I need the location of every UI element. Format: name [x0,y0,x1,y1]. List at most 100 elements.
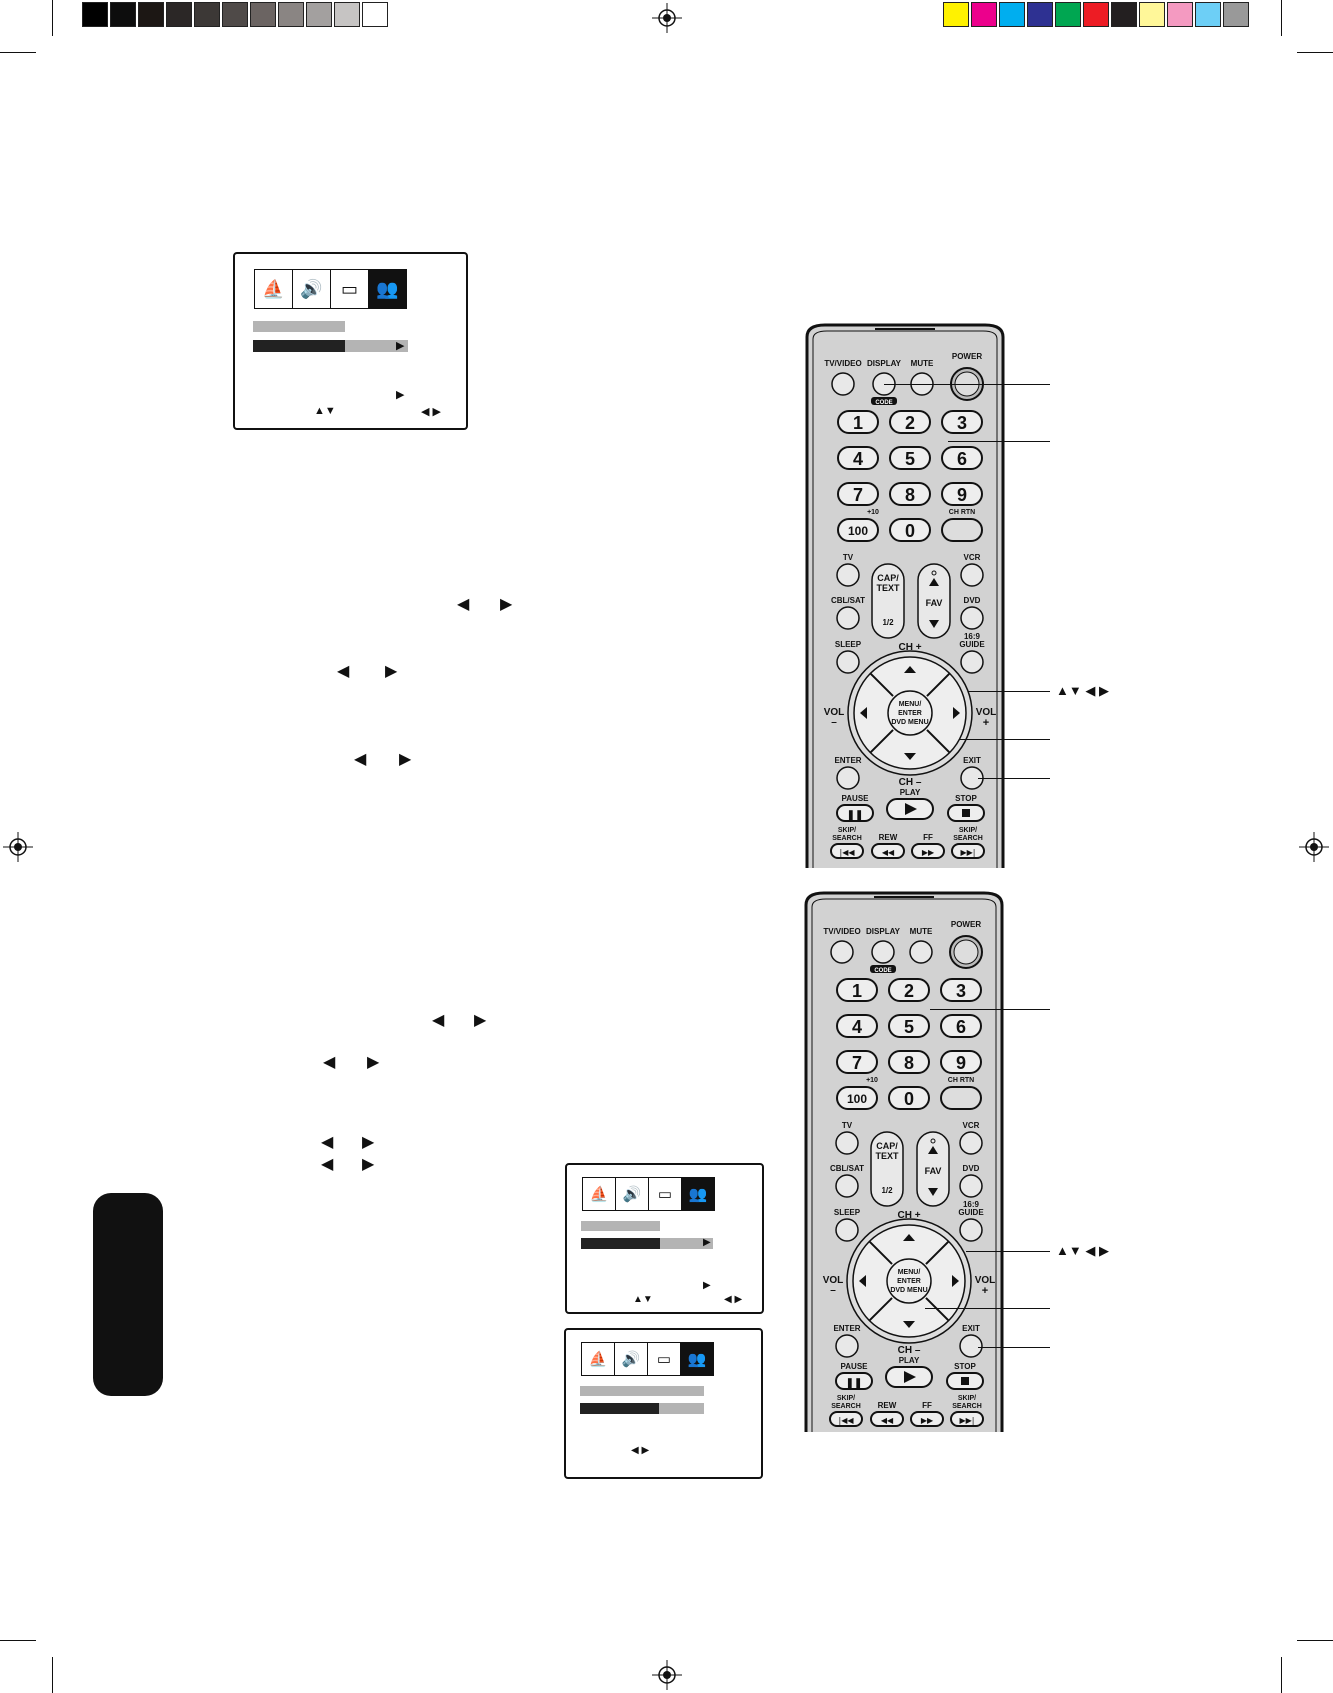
digit-3-button[interactable] [940,978,982,1002]
cbl-sat-button[interactable] [835,1174,859,1198]
digit-6-button[interactable] [940,1014,982,1038]
remote-label: POWER [951,920,981,929]
digit-4-button[interactable] [837,446,879,470]
color-swatch [971,2,997,27]
remote-label: VOL [824,707,845,718]
digit-2-button[interactable] [889,410,931,434]
zero-button[interactable] [889,518,931,542]
tv-video-button[interactable] [830,940,854,964]
digit-2-button[interactable] [888,978,930,1002]
digit-5-button[interactable] [888,1014,930,1038]
remote-label: SEARCH [831,1403,861,1410]
power-button-inner[interactable] [953,939,979,965]
digit-label: 9 [957,485,967,505]
skip-forward-button[interactable] [950,1411,984,1427]
remote-label: ENTER [833,1324,860,1333]
right-arrow-icon [952,1275,959,1287]
pause-icon: ❚❚ [847,810,864,821]
code-badge [871,397,897,405]
remote-label: CAP/ [877,573,899,583]
left-arrow-icon [860,707,867,719]
dvd-button[interactable] [960,606,984,630]
menu-enter-button[interactable] [886,1258,932,1304]
remote-label: CH + [898,642,921,653]
enter-button[interactable] [835,1334,859,1358]
digit-8-button[interactable] [888,1050,930,1074]
display-button[interactable] [871,940,895,964]
tv-screen-icon: ▭ [648,1343,681,1375]
digit-label: 2 [904,981,914,1001]
picture-icon: ⛵ [255,270,293,308]
left-arrow-icon [859,1275,866,1287]
guide-button[interactable] [960,650,984,674]
cap-text-button[interactable] [870,1131,904,1207]
digit-3-button[interactable] [941,410,983,434]
digit-9-button[interactable] [941,482,983,506]
left-arrow-icon: ◀ [321,1134,334,1151]
pause-button[interactable] [836,804,874,822]
fav-up-icon [929,578,939,586]
code-label: CODE [874,968,891,974]
remote-label: TV [842,1121,853,1130]
remote-label: SKIP/ [958,1395,976,1402]
dvd-button[interactable] [959,1174,983,1198]
ch-rtn-button[interactable] [940,1086,982,1110]
guide-button[interactable] [959,1218,983,1242]
remote-label: PLAY [899,1356,920,1365]
fav-down-icon [929,620,939,628]
cap-text-button[interactable] [871,563,905,639]
digit-1-button[interactable] [836,978,878,1002]
hundred-label: 100 [848,524,868,538]
sleep-button[interactable] [835,1218,859,1242]
enter-button[interactable] [836,766,860,790]
digit-7-button[interactable] [837,482,879,506]
digit-4-button[interactable] [836,1014,878,1038]
sleep-button[interactable] [836,650,860,674]
hundred-button[interactable] [837,518,879,542]
callout-line-exit [978,778,1050,779]
cbl-sat-button[interactable] [836,606,860,630]
digit-label: 5 [905,449,915,469]
callout-line-menu [925,1308,1050,1309]
digit-label: 8 [905,485,915,505]
color-swatch [138,2,164,27]
tv-video-button[interactable] [831,372,855,396]
fav-button[interactable] [917,563,951,639]
parental-icon: 👥 [682,1178,714,1210]
ff-button[interactable] [911,843,945,859]
vcr-button[interactable] [959,1131,983,1155]
ch-rtn-button[interactable] [941,518,983,542]
skip-forward-button[interactable] [951,843,985,859]
digit-label: 1 [853,413,863,433]
fav-button[interactable] [916,1131,950,1207]
hundred-button[interactable] [836,1086,878,1110]
color-swatch [222,2,248,27]
digit-8-button[interactable] [889,482,931,506]
vcr-button[interactable] [960,563,984,587]
digit-7-button[interactable] [836,1050,878,1074]
remote-label: SKIP/ [837,1395,855,1402]
up-arrow-icon [903,1234,915,1241]
skip-back-button[interactable] [829,1411,863,1427]
digit-6-button[interactable] [941,446,983,470]
rew-button[interactable] [870,1411,904,1427]
ff-button[interactable] [910,1411,944,1427]
exit-button[interactable] [959,1334,983,1358]
digit-1-button[interactable] [837,410,879,434]
menu-enter-button[interactable] [887,690,933,736]
mute-button[interactable] [909,940,933,964]
color-swatch [1027,2,1053,27]
color-swatch [334,2,360,27]
menu-row-highlight [253,340,345,352]
osd-menu-1: ⛵ 🔊 ▭ 👥 ▶ ▶ ▲▼ ◀ ▶ [233,252,468,430]
tv-button[interactable] [835,1131,859,1155]
rew-button[interactable] [871,843,905,859]
remote-label: CH RTN [948,1077,974,1084]
zero-button[interactable] [888,1086,930,1110]
pause-button[interactable] [835,1372,873,1390]
skip-back-button[interactable] [830,843,864,859]
digit-9-button[interactable] [940,1050,982,1074]
tv-button[interactable] [836,563,860,587]
remote-label: SEARCH [952,1403,982,1410]
digit-5-button[interactable] [889,446,931,470]
